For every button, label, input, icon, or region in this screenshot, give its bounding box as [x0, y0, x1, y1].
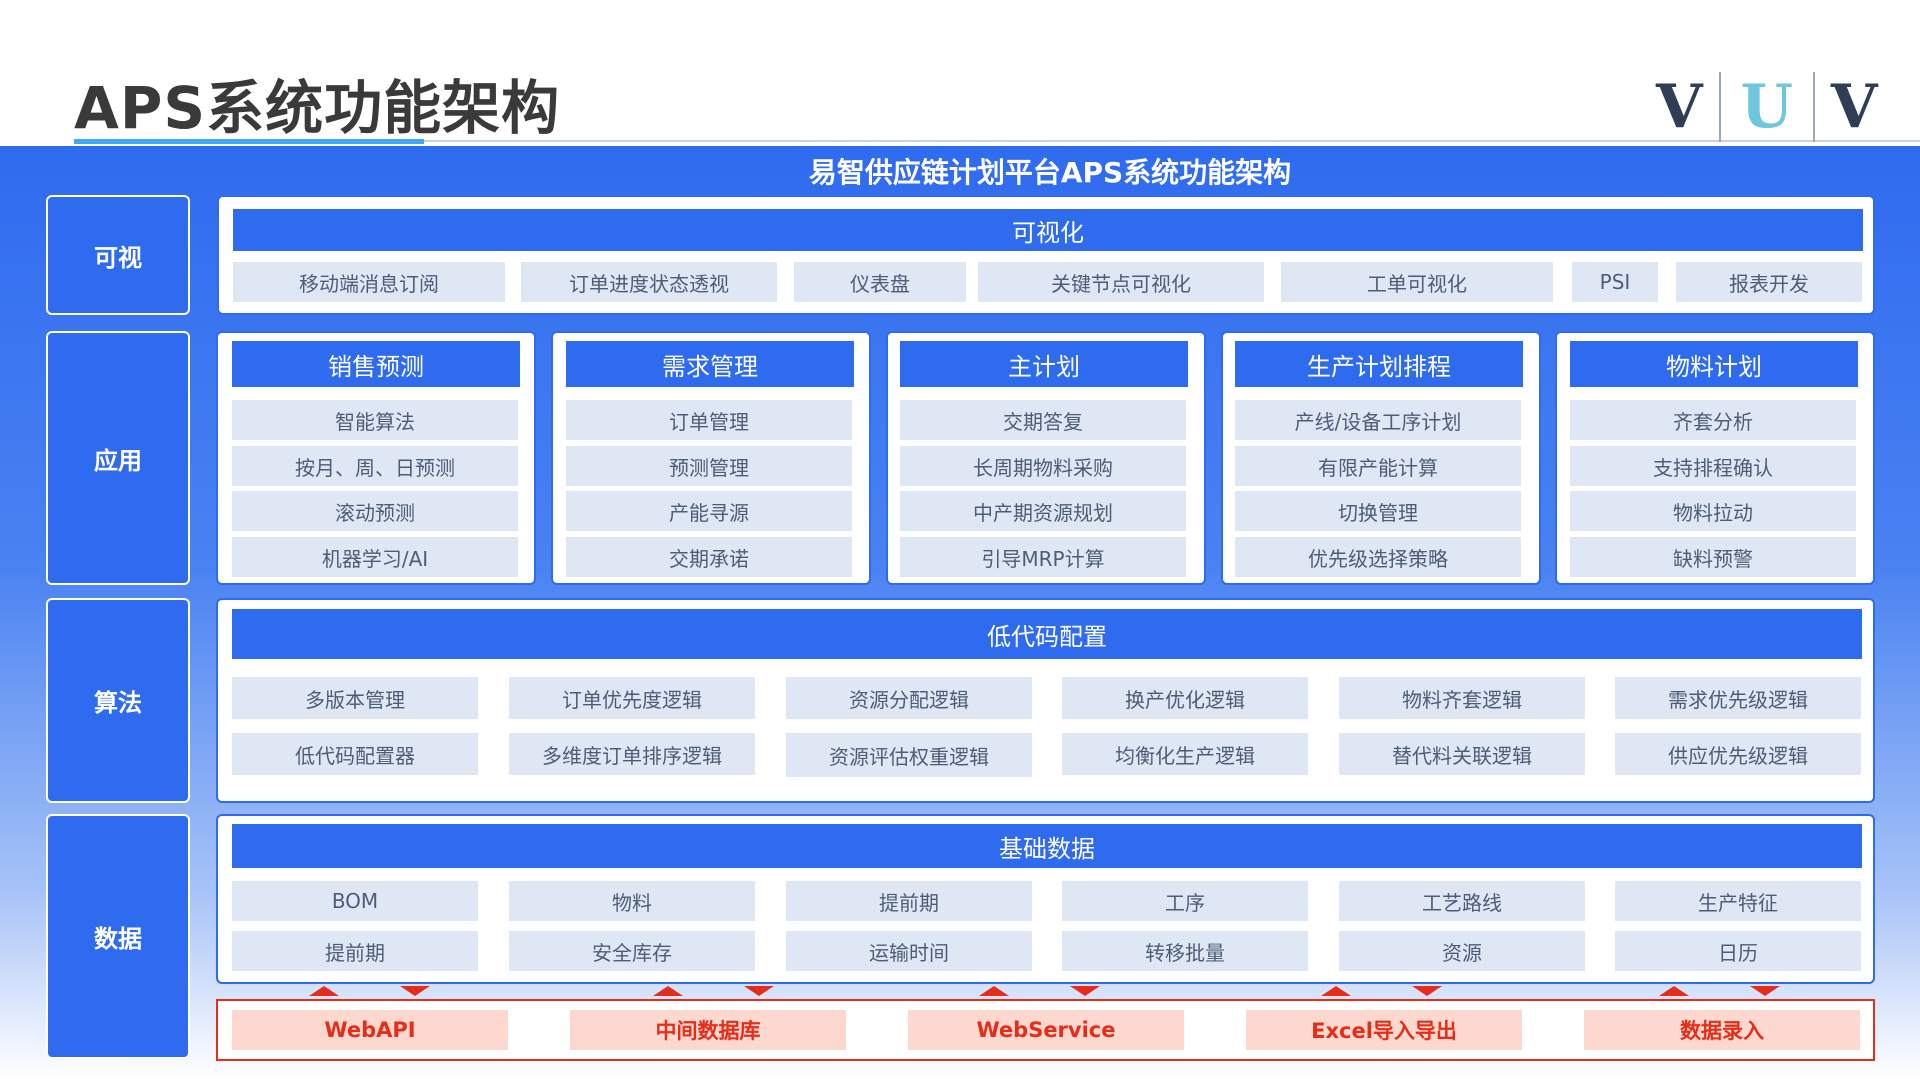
arrow-down-icon [1412, 986, 1442, 996]
data-item: 安全库存 [509, 931, 755, 971]
algo-item: 供应优先级逻辑 [1615, 733, 1861, 775]
app-title: 生产计划排程 [1235, 341, 1523, 387]
app-item: 齐套分析 [1570, 400, 1856, 440]
data-item: 工艺路线 [1339, 881, 1585, 921]
app-title: 物料计划 [1570, 341, 1858, 387]
data-source-item: Excel导入导出 [1246, 1010, 1522, 1050]
data-item: 工序 [1062, 881, 1308, 921]
app-item: 引导MRP计算 [900, 537, 1186, 577]
app-item: 切换管理 [1235, 491, 1521, 531]
arrow-down-icon [1750, 986, 1780, 996]
app-item: 支持排程确认 [1570, 446, 1856, 486]
arrow-down-icon [1070, 986, 1100, 996]
visual-item: PSI [1572, 262, 1658, 302]
layer-label-data: 数据 [46, 814, 190, 1059]
logo-letter: V [1830, 72, 1878, 142]
app-item: 交期答复 [900, 400, 1186, 440]
arrow-up-icon [653, 986, 683, 996]
data-item: 提前期 [786, 881, 1032, 921]
app-title: 主计划 [900, 341, 1188, 387]
data-title-bar: 基础数据 [232, 824, 1862, 868]
app-item: 机器学习/AI [232, 537, 518, 577]
algo-item: 物料齐套逻辑 [1339, 677, 1585, 719]
arrow-down-icon [400, 986, 430, 996]
visual-item: 仪表盘 [794, 262, 966, 302]
data-source-item: WebAPI [232, 1010, 508, 1050]
app-title: 需求管理 [566, 341, 854, 387]
algo-item: 资源分配逻辑 [786, 677, 1032, 719]
app-title: 销售预测 [232, 341, 520, 387]
logo-letter: V [1656, 72, 1703, 142]
algo-item: 资源评估权重逻辑 [786, 733, 1032, 777]
data-item: 日历 [1615, 931, 1861, 971]
app-item: 优先级选择策略 [1235, 537, 1521, 577]
layer-label-visual: 可视 [46, 195, 190, 315]
arrow-up-icon [979, 986, 1009, 996]
app-item: 物料拉动 [1570, 491, 1856, 531]
app-item: 产能寻源 [566, 491, 852, 531]
page-title: APS系统功能架构 [74, 74, 561, 142]
data-item: BOM [232, 881, 478, 921]
data-item: 物料 [509, 881, 755, 921]
arrow-down-icon [744, 986, 774, 996]
app-item: 长周期物料采购 [900, 446, 1186, 486]
header-divider [424, 140, 1920, 142]
algo-item: 替代料关联逻辑 [1339, 733, 1585, 775]
visual-title-bar: 可视化 [233, 209, 1863, 251]
visual-item: 移动端消息订阅 [233, 262, 505, 302]
app-item: 中产期资源规划 [900, 491, 1186, 531]
arrow-up-icon [1659, 986, 1689, 996]
data-source-item: 中间数据库 [570, 1010, 846, 1050]
arrow-up-icon [309, 986, 339, 996]
data-item: 资源 [1339, 931, 1585, 971]
layer-label-application: 应用 [46, 331, 190, 585]
algo-item: 多维度订单排序逻辑 [509, 733, 755, 775]
app-item: 产线/设备工序计划 [1235, 400, 1521, 440]
data-item: 转移批量 [1062, 931, 1308, 971]
algo-item: 低代码配置器 [232, 733, 478, 775]
app-item: 有限产能计算 [1235, 446, 1521, 486]
panel-title: 易智供应链计划平台APS系统功能架构 [808, 156, 1292, 189]
title-underline [74, 139, 424, 144]
app-item: 缺料预警 [1570, 537, 1856, 577]
data-item: 提前期 [232, 931, 478, 971]
algo-item: 均衡化生产逻辑 [1062, 733, 1308, 775]
data-item: 生产特征 [1615, 881, 1861, 921]
layer-label-algorithm: 算法 [46, 598, 190, 803]
app-item: 订单管理 [566, 400, 852, 440]
app-item: 交期承诺 [566, 537, 852, 577]
algo-title-bar: 低代码配置 [232, 609, 1862, 659]
app-item: 预测管理 [566, 446, 852, 486]
visual-item: 报表开发 [1676, 262, 1862, 302]
data-item: 运输时间 [786, 931, 1032, 971]
algo-item: 多版本管理 [232, 677, 478, 719]
arrow-up-icon [1321, 986, 1351, 996]
app-item: 按月、周、日预测 [232, 446, 518, 486]
visual-item: 工单可视化 [1281, 262, 1553, 302]
data-source-item: WebService [908, 1010, 1184, 1050]
algo-item: 需求优先级逻辑 [1615, 677, 1861, 719]
app-item: 智能算法 [232, 400, 518, 440]
data-source-item: 数据录入 [1584, 1010, 1860, 1050]
visual-item: 订单进度状态透视 [521, 262, 777, 302]
logo-letter: U [1718, 72, 1815, 142]
app-item: 滚动预测 [232, 491, 518, 531]
logo: V U V [1640, 72, 1893, 142]
algo-item: 订单优先度逻辑 [509, 677, 755, 719]
algo-item: 换产优化逻辑 [1062, 677, 1308, 719]
visual-item: 关键节点可视化 [978, 262, 1264, 302]
